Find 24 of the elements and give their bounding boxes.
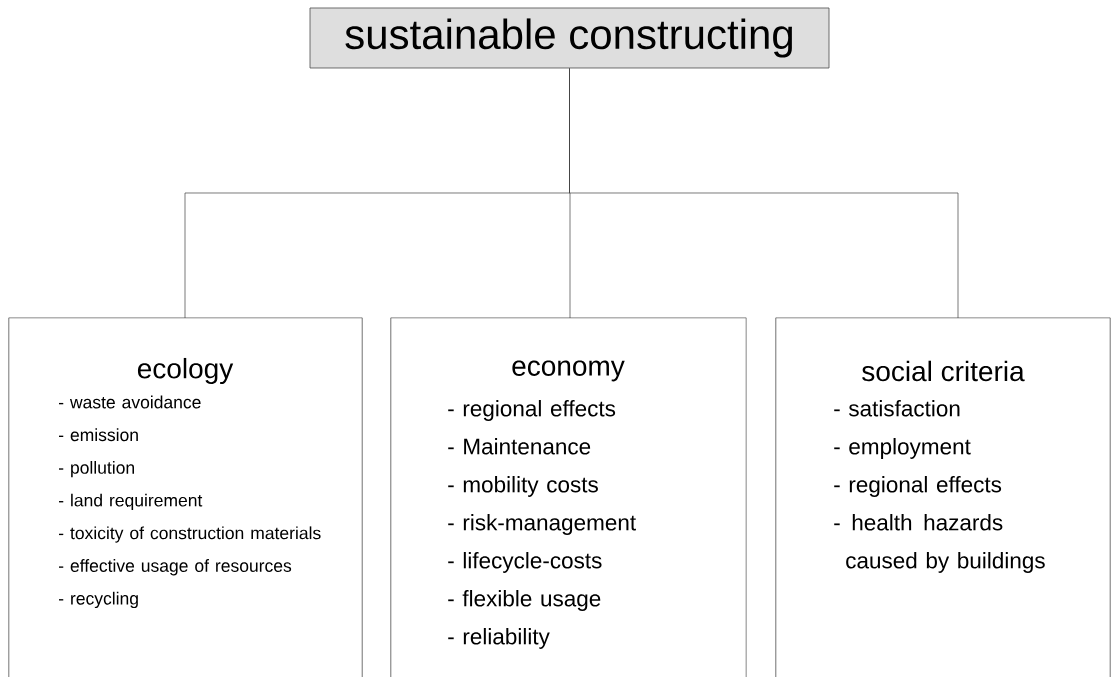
list-item: - regional effects [834,476,1002,497]
list-item: - flexible usage [448,590,601,611]
list-item: - employment [834,438,971,459]
list-item: - toxicity of construction materials [59,526,321,543]
list-item: - satisfaction [834,400,960,417]
heading: social criteria [862,360,1025,382]
category-box [775,317,1111,677]
list-item: - pollution [59,461,134,478]
heading: economy [512,360,625,382]
list-item: - land requirement [59,493,203,510]
list-item: - emission [59,428,138,442]
heading: ecology [137,357,234,385]
list-item: - recycling [59,591,138,609]
list-item: - lifecycle-costs [448,552,602,573]
list-item: - regional effects [448,400,616,421]
list-item: - health hazards caused by buildings [834,514,1045,573]
connector-line [569,68,959,319]
list-item: - Maintenance [448,438,591,455]
title-box: sustainable constructing [309,7,830,69]
list-item: - waste avoidance [59,395,201,409]
list-item: - reliability [448,628,550,649]
list-item: - risk-management [448,514,636,535]
list-item: - effective usage of resources [59,559,292,576]
list-item: - mobility costs [448,476,598,497]
